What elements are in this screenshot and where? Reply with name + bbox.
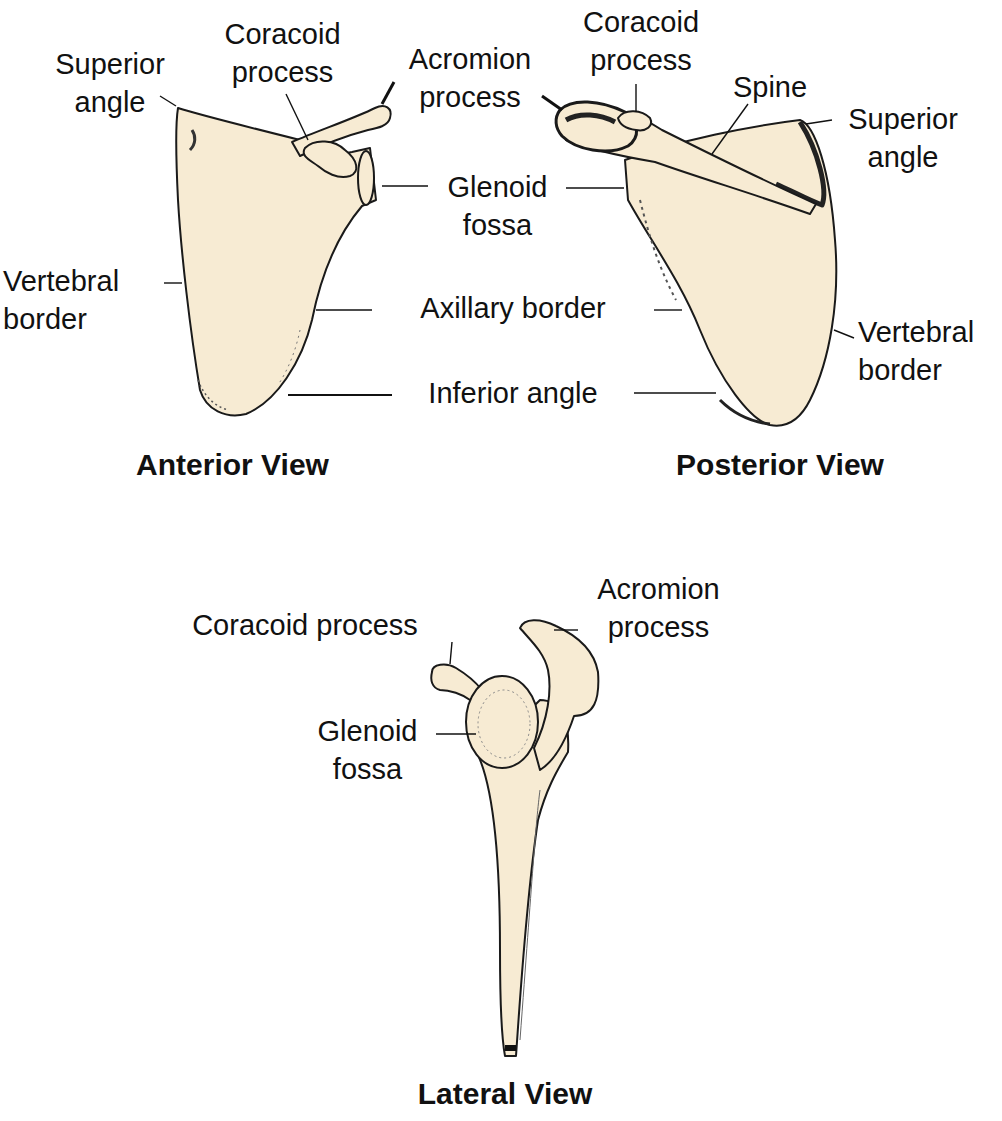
part-label: Coracoid process [205,15,360,91]
leader-line [286,94,308,140]
shading [190,130,195,150]
leader-line [450,642,452,664]
leader-line [634,392,716,393]
leader-line [542,96,562,110]
view-caption: Anterior View [95,446,370,484]
shading [640,200,676,300]
part-label: Coracoid process [566,3,716,79]
leader-line [554,629,578,630]
glenoid-fossa [466,676,538,768]
leader-line [288,394,392,396]
leader-line [436,733,476,734]
coracoid-process [304,141,357,177]
shading [278,330,300,385]
scapula-body [176,108,376,415]
part-label: Vertebral border [858,313,998,389]
leader-line [712,104,748,154]
part-label: Vertebral border [3,262,153,338]
part-label: Axillary border [378,289,648,327]
leader-line [654,309,682,310]
leader-line [834,330,854,338]
shading [566,115,615,122]
leader-line [382,82,394,104]
anterior-scapula [176,106,391,415]
leader-line [566,187,624,188]
leader-line [806,120,832,124]
part-label: Superior angle [828,100,978,176]
view-caption: Lateral View [385,1075,625,1113]
view-caption: Posterior View [635,446,925,484]
leader-line [316,309,372,310]
part-label: Spine [730,68,810,106]
posterior-scapula [556,102,836,426]
part-label: Acromion process [576,570,741,646]
glenoid-fossa [358,151,374,205]
leader-line [160,96,176,106]
part-label: Coracoid process [155,606,455,644]
part-label: Glenoid fossa [300,712,435,788]
part-label: Glenoid fossa [430,168,565,244]
part-label: Superior angle [35,45,185,121]
shading [478,690,530,758]
leader-line [382,185,428,186]
shading [198,380,228,410]
shading [520,790,540,1040]
lateral-scapula [431,620,598,1056]
coracoid-process [618,111,651,130]
shading [720,400,770,424]
part-label: Acromion process [390,40,550,116]
part-label: Inferior angle [396,374,630,412]
leader-line [164,282,182,283]
leader-line [635,84,636,112]
shading [505,1045,516,1051]
